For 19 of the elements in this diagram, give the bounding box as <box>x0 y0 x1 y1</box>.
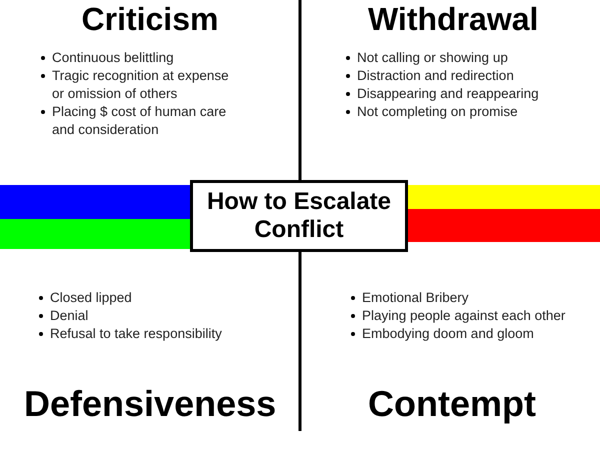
bullet-text: Emotional Bribery <box>362 289 469 307</box>
bullet-text: Playing people against each other <box>362 307 566 325</box>
bullet-text: Refusal to take responsibility <box>50 325 222 343</box>
bullet-text: Not completing on promise <box>357 103 518 121</box>
bullet-text: Not calling or showing up <box>357 49 508 67</box>
bullet-text: Denial <box>50 307 88 325</box>
bullet-text: Distraction and redirection <box>357 67 514 85</box>
title-text: How to Escalate Conflict <box>206 188 392 244</box>
quadrant-heading: Withdrawal <box>368 1 538 38</box>
bullet-text: Closed lipped <box>50 289 132 307</box>
title-box <box>190 180 408 252</box>
bullet-text: Continuous belittling <box>52 49 174 67</box>
bullet-text: Disappearing and reappearing <box>357 85 539 103</box>
bullet-text: Embodying doom and gloom <box>362 325 534 343</box>
quadrant-heading: Contempt <box>368 383 536 424</box>
bullet-text: Tragic recognition at expense or omission of others <box>52 67 230 103</box>
bullet-text: Placing $ cost of human care and consideration <box>52 103 228 139</box>
quadrant-heading: Criticism <box>82 1 218 38</box>
quadrant-heading: Defensiveness <box>24 383 276 424</box>
